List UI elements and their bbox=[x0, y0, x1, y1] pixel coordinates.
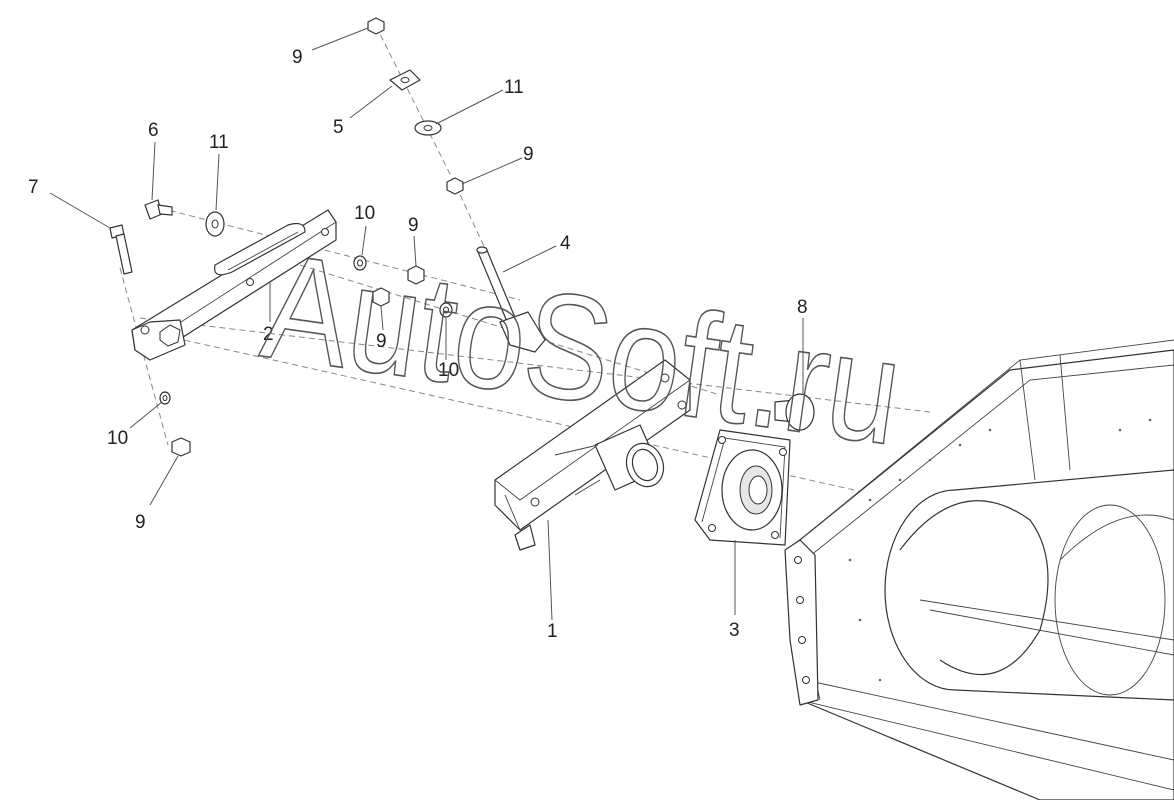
part-4-pin bbox=[476, 246, 546, 353]
callout-5: 5 bbox=[333, 117, 344, 138]
callout-10-left: 10 bbox=[107, 428, 128, 449]
part-10-washer-a bbox=[353, 255, 367, 271]
callout-labels: 9 5 11 9 6 11 7 10 9 4 2 9 10 8 10 9 1 3 bbox=[28, 47, 808, 642]
part-9-nut-lower bbox=[372, 287, 390, 307]
callout-4: 4 bbox=[560, 233, 571, 254]
part-9-nut-upper-right bbox=[446, 177, 464, 195]
part-2-arm bbox=[131, 209, 337, 361]
callout-11-left: 11 bbox=[209, 132, 229, 153]
callout-10-lower: 10 bbox=[438, 360, 459, 381]
callout-9-mid: 9 bbox=[408, 215, 419, 236]
callout-11-top: 11 bbox=[504, 77, 524, 98]
part-10-washer-b bbox=[439, 302, 453, 318]
callout-9-lower: 9 bbox=[376, 331, 387, 352]
part-11-washer-top bbox=[414, 120, 442, 136]
callout-9-top: 9 bbox=[292, 47, 303, 68]
part-8-cap bbox=[774, 393, 815, 431]
leader-lines bbox=[49, 27, 804, 621]
part-1-bracket bbox=[494, 359, 691, 551]
part-9-nut-bottom-left bbox=[171, 437, 191, 457]
part-11-washer-left bbox=[205, 211, 225, 237]
part-5-plate bbox=[389, 69, 421, 91]
callout-9-upper-right: 9 bbox=[523, 144, 534, 165]
callout-2: 2 bbox=[263, 324, 274, 345]
part-6-bolt bbox=[144, 199, 173, 220]
part-3-flange-bearing bbox=[694, 429, 791, 546]
callout-9-bottom-left: 9 bbox=[135, 512, 146, 533]
callout-3: 3 bbox=[729, 620, 740, 641]
callout-6: 6 bbox=[148, 120, 159, 141]
part-10-washer-c bbox=[159, 391, 171, 405]
callout-1: 1 bbox=[547, 621, 558, 642]
callout-10-upper: 10 bbox=[354, 203, 375, 224]
header-housing bbox=[784, 339, 1174, 800]
callout-8: 8 bbox=[797, 297, 808, 318]
part-7-bolt bbox=[109, 224, 133, 275]
part-9-nut-top bbox=[367, 17, 385, 35]
callout-7: 7 bbox=[28, 177, 39, 198]
